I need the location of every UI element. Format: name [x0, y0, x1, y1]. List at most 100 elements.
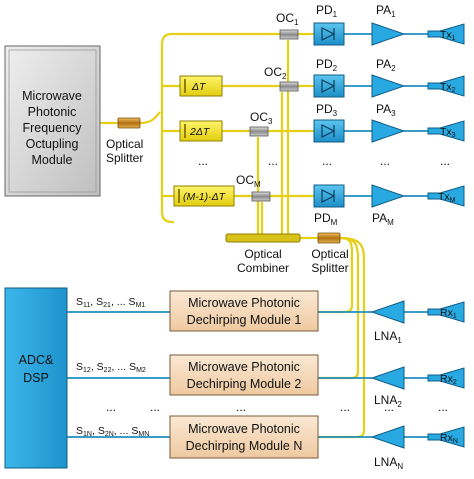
svg-text:PD1: PD1: [316, 3, 338, 19]
svg-text:OC2: OC2: [264, 65, 287, 81]
sig-2-c: S: [129, 361, 136, 373]
dechirp-1-line-1: Microwave Photonic: [188, 296, 300, 310]
power-amp-2: PA2: [371, 57, 406, 98]
coupler-m: OCM: [236, 173, 271, 202]
sig-2-c-sub: M2: [136, 367, 146, 374]
photodetector-m: PDM: [313, 184, 345, 227]
pa-m-sub: M: [387, 218, 394, 227]
splitter-right-body: [317, 232, 341, 244]
lna-1-icon: [370, 300, 405, 324]
coupler-3-label: OC: [250, 110, 268, 124]
source-line-3: Frequency: [22, 121, 82, 135]
tx-m-label: Tx: [438, 191, 450, 203]
tx-m-sub: M: [450, 197, 456, 204]
sig-n-b-sub: 2N: [105, 431, 114, 438]
optical-combiner: Optical Combiner: [225, 233, 301, 275]
dechirp-n-signals: S1N, S2N, ...SMN: [76, 425, 149, 438]
sig-sep-na: ,: [92, 425, 98, 437]
svg-text:PAM: PAM: [372, 211, 394, 227]
adc-label-1: ADC&: [19, 353, 54, 367]
pd-3-icon: [321, 124, 336, 138]
source-line-4: Octupling: [26, 137, 79, 151]
svg-text:PA2: PA2: [376, 57, 396, 73]
splitter-left-label-2: Splitter: [106, 151, 143, 165]
pa-1-icon: [371, 22, 406, 46]
pd-2-label: PD: [316, 57, 333, 71]
tx-antenna-3: Tx3: [427, 120, 465, 142]
coupler-2-label: OC: [264, 65, 282, 79]
tx-antenna-m: TxM: [427, 185, 465, 207]
tx-3-label: Tx: [440, 126, 452, 138]
tx-antenna-1: Tx1: [427, 23, 465, 45]
rx-2-icon: [427, 367, 465, 389]
svg-text:TxM: TxM: [438, 191, 456, 204]
pd-1-sub: 1: [333, 10, 338, 19]
pa-m-label: PA: [372, 211, 387, 225]
dechirp-module-2: Microwave Photonic Dechirping Module 2 S…: [76, 354, 319, 396]
svg-text:Rx1: Rx1: [440, 307, 457, 320]
splitter-right-label-1: Optical: [311, 247, 348, 261]
coupler-2-sub: 2: [282, 72, 287, 81]
sig-sep-1a: ,: [90, 296, 96, 308]
svg-text:OC3: OC3: [250, 110, 273, 126]
dechirp-n-line-2: Dechirping Module N: [186, 439, 303, 453]
pa-3-sub: 3: [391, 109, 396, 118]
tx-m-icon: [427, 185, 465, 207]
source-line-1: Microwave: [22, 89, 82, 103]
delay-label-m: (M-1)·ΔT: [183, 191, 227, 203]
source-module: Microwave Photonic Frequency Octupling M…: [4, 45, 101, 197]
rx-2-label: Rx: [440, 373, 454, 385]
pd-m-icon: [321, 189, 336, 203]
dechirp-dots: ...: [236, 400, 246, 414]
coupler-m-sub: M: [254, 180, 261, 189]
pa-dots: ...: [380, 154, 390, 168]
pd-1-icon: [321, 27, 336, 41]
signal-dots-2: ...: [150, 400, 160, 414]
svg-text:LNA2: LNA2: [374, 393, 402, 409]
combiner-body: [225, 233, 301, 243]
sig-1-a: S: [76, 296, 83, 308]
svg-text:LNA1: LNA1: [374, 329, 402, 345]
tx-antenna-2: Tx2: [427, 75, 465, 97]
dechirp-module-1: Microwave Photonic Dechirping Module 1 S…: [76, 290, 319, 332]
svg-text:PA3: PA3: [376, 102, 396, 118]
lna-1-sub: 1: [397, 336, 402, 345]
electrical-lines: [67, 33, 428, 438]
sig-n-c-sub: MN: [138, 431, 149, 438]
pd-dots: ...: [322, 154, 332, 168]
lna-2-icon: [370, 366, 405, 390]
sig-2-a: S: [76, 361, 83, 373]
tx-1-label: Tx: [440, 29, 452, 41]
dechirp-1-line-2: Dechirping Module 1: [187, 313, 302, 327]
lna-1: LNA1: [370, 300, 405, 345]
svg-text:Rx2: Rx2: [440, 373, 457, 386]
sig-1-b: S: [96, 296, 103, 308]
pd-1-label: PD: [316, 3, 333, 17]
delay-dots: ...: [198, 154, 208, 168]
svg-text:PD2: PD2: [316, 57, 338, 73]
rx-1-label: Rx: [440, 307, 454, 319]
pd-3-sub: 3: [333, 109, 338, 118]
svg-text:Tx1: Tx1: [440, 29, 456, 42]
svg-text:Tx2: Tx2: [440, 81, 456, 94]
splitter-left-label-1: Optical: [106, 137, 143, 151]
dechirp-module-n: Microwave Photonic Dechirping Module N S…: [76, 415, 319, 459]
photodetector-2: PD2: [313, 57, 345, 98]
sig-1-a-sub: 11: [83, 302, 90, 309]
pd-2-sub: 2: [333, 64, 338, 73]
sig-n-c: S: [131, 425, 138, 437]
dechirp-1-signals: S11, S21, ...SM1: [76, 296, 145, 309]
sig-ell-2: , ...: [111, 361, 126, 373]
pa-3-icon: [371, 119, 406, 143]
coupler-dots: ...: [268, 154, 278, 168]
rx-dots: ...: [438, 400, 448, 414]
lna-1-label: LNA: [374, 329, 397, 343]
adc-label-2: DSP: [23, 371, 49, 385]
lna-n-sub: N: [397, 462, 403, 471]
sig-1-c-sub: M1: [136, 302, 146, 309]
lna-n-label: LNA: [374, 455, 397, 469]
pa-1-sub: 1: [391, 10, 396, 19]
coupler-1-label: OC: [276, 11, 294, 25]
tx-3-sub: 3: [452, 132, 456, 139]
